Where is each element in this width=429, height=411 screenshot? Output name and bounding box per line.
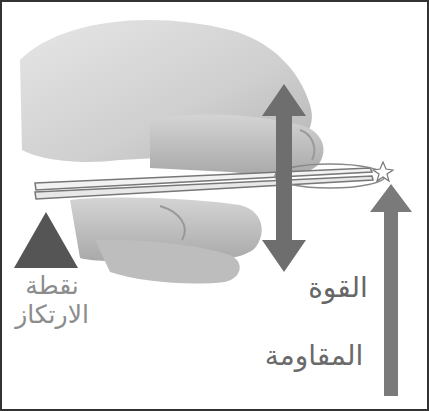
fulcrum-label: نقطة الارتكاز — [6, 272, 98, 330]
resistance-arrow — [370, 184, 412, 396]
force-arrow — [262, 84, 306, 272]
resistance-label: المقاومة — [255, 340, 373, 372]
force-label: القوة — [300, 272, 376, 304]
fulcrum-triangle — [14, 212, 78, 268]
middle-finger — [95, 240, 240, 284]
small-object — [373, 162, 393, 181]
